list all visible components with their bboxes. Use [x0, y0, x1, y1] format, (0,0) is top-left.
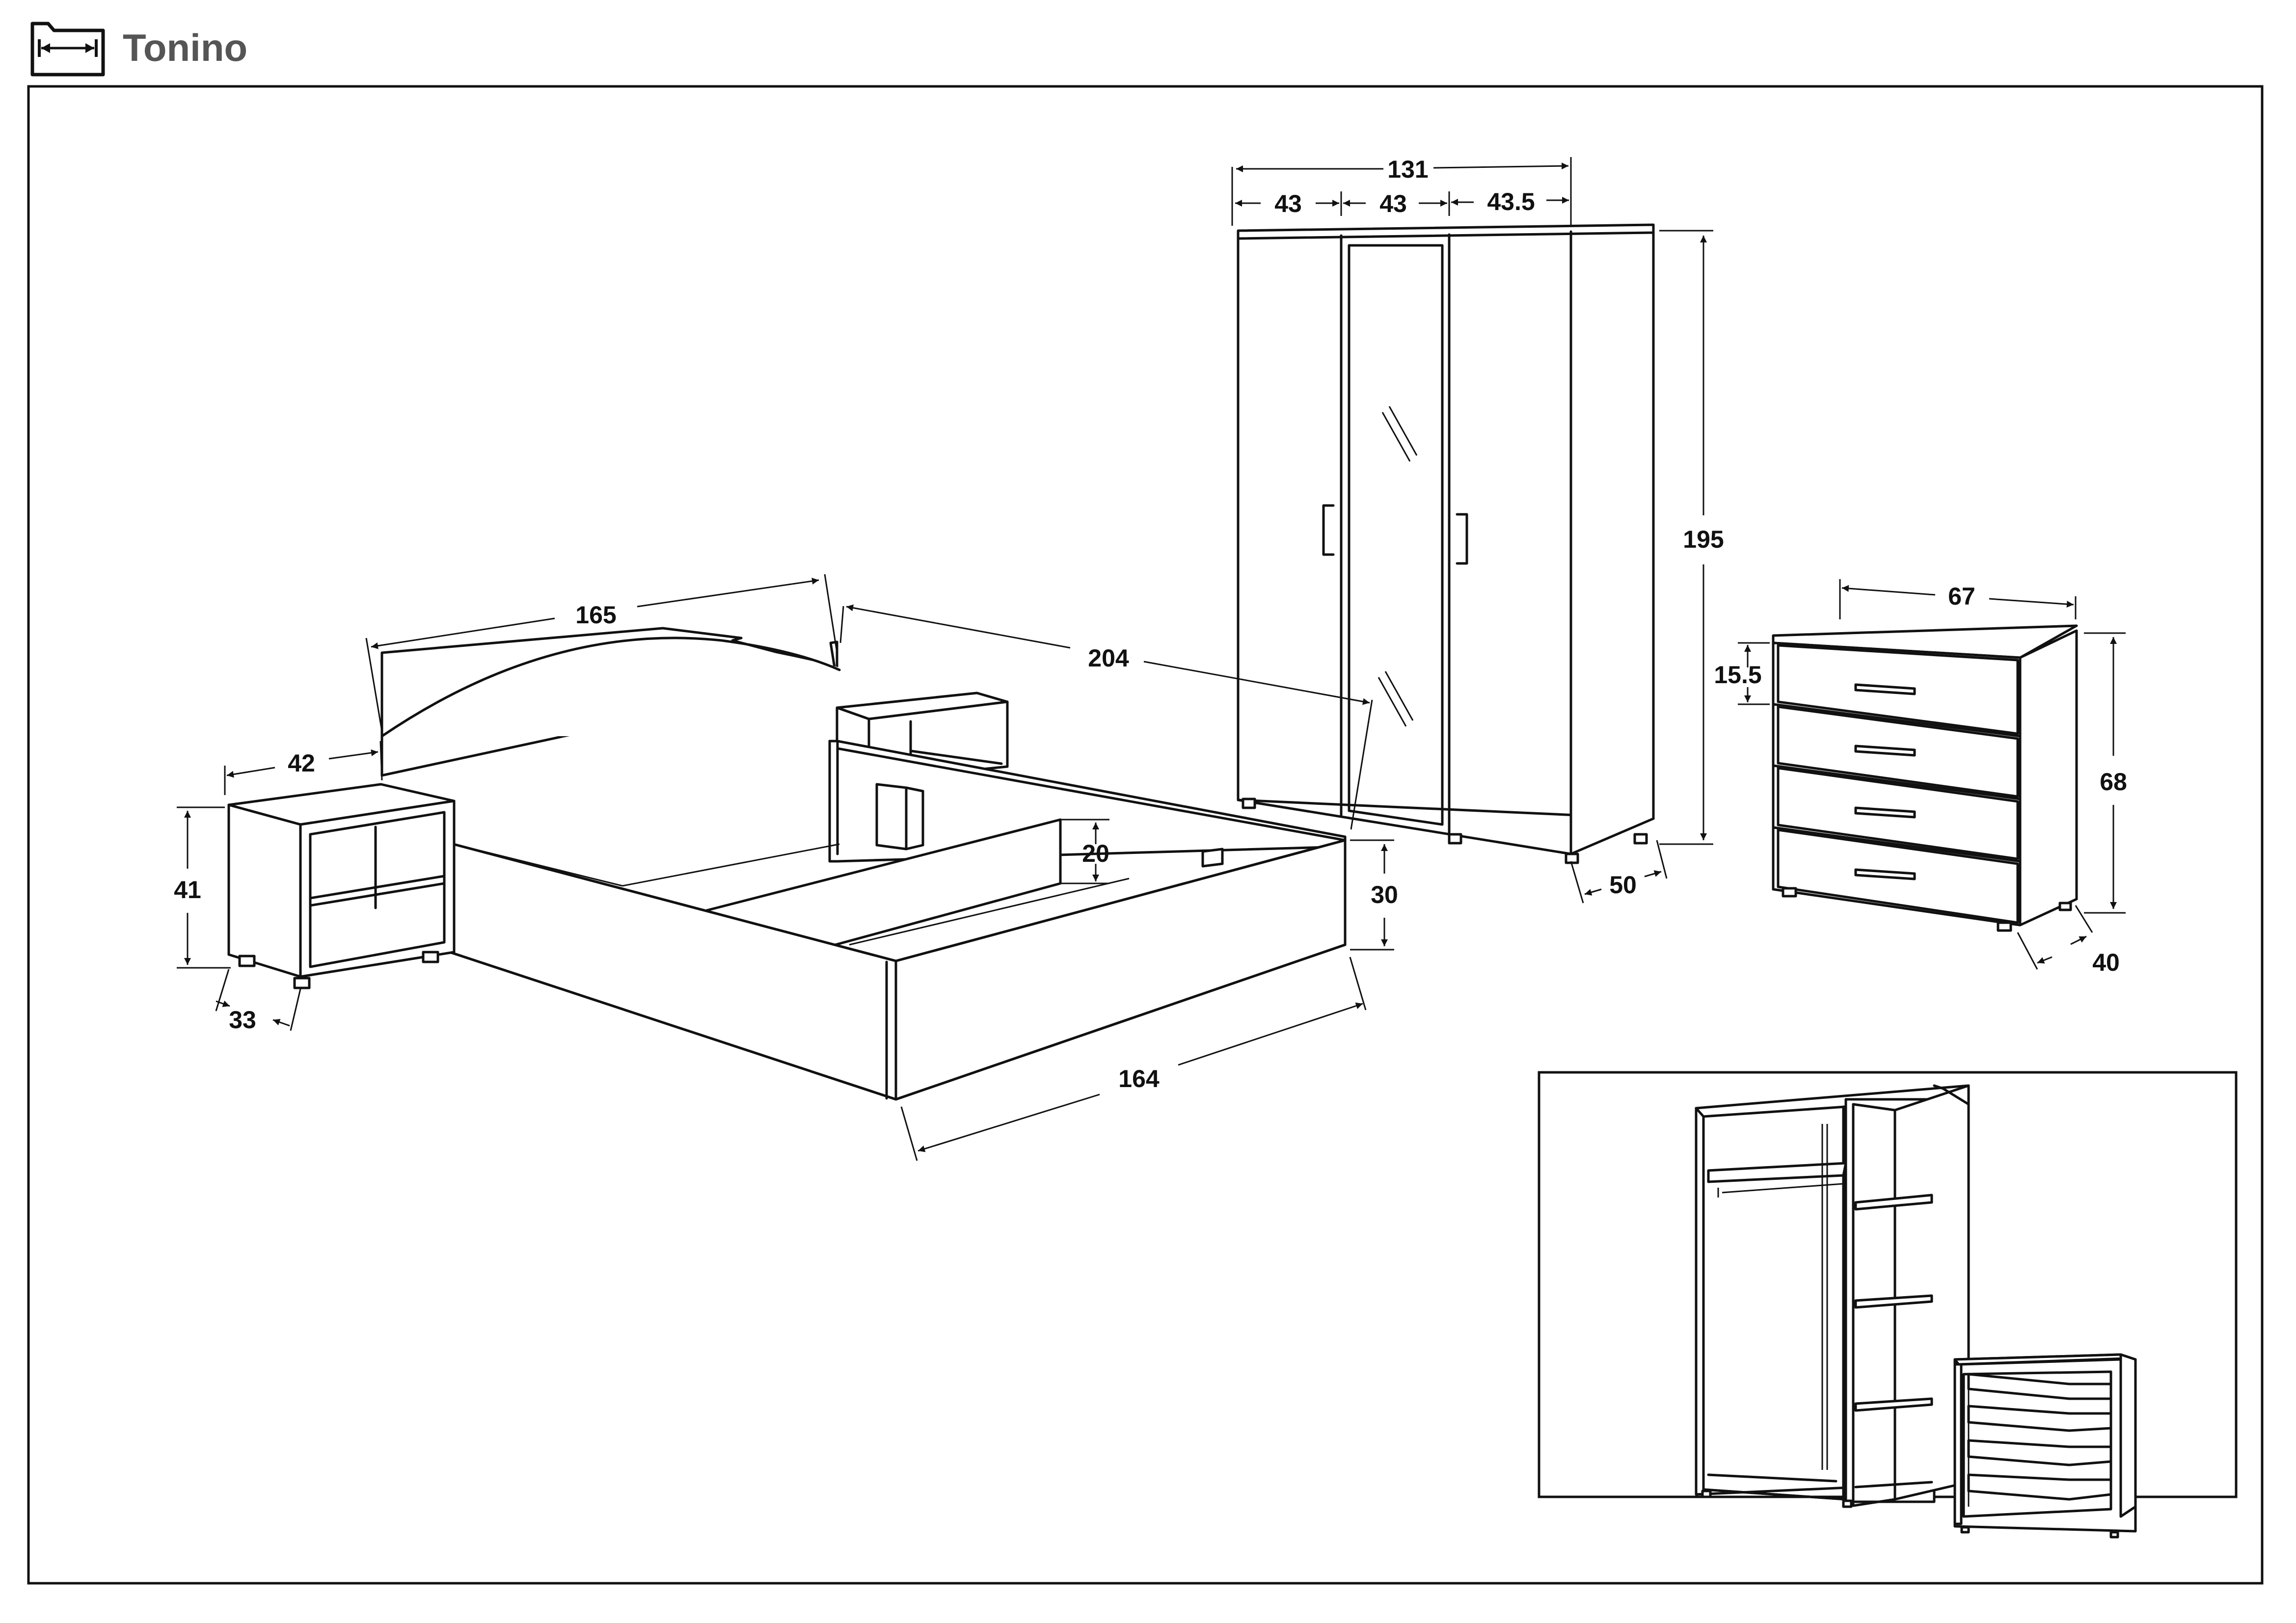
chest-of-drawers	[1772, 624, 2078, 932]
nightstand-width-dimension: 42	[224, 741, 383, 795]
bed-frame-width-dimension: 164	[900, 957, 1367, 1161]
wardrobe-height-label: 195	[1683, 526, 1724, 553]
door-left-label: 43	[1274, 190, 1302, 217]
chest-height-dimension: 68	[2084, 632, 2127, 914]
nightstand	[227, 783, 456, 989]
nightstand-depth-label: 33	[229, 1006, 256, 1034]
bed-inner-depth-label: 20	[1082, 840, 1109, 867]
bed-frame-width-label: 164	[1118, 1065, 1160, 1092]
nightstand-height-dimension: 41	[174, 806, 231, 969]
headboard-width-dimension: 165	[365, 574, 838, 732]
handle-icon	[1456, 513, 1468, 565]
chest-depth-label: 40	[2092, 949, 2120, 976]
chest-width-dimension: 67	[1839, 579, 2077, 619]
drawer-handle-icon	[1854, 868, 1916, 880]
bed-frame-height-dimension: 30	[1350, 839, 1398, 951]
drawer-handle-icon	[1854, 806, 1916, 819]
drawer-handle-icon	[1854, 683, 1916, 695]
page-title: Tonino	[123, 26, 248, 69]
wardrobe-depth-label: 50	[1609, 871, 1637, 899]
header: Tonino	[0, 0, 2296, 83]
wardrobe	[1237, 223, 1655, 864]
bed	[380, 627, 1347, 1101]
chest-drawer-dimension: 15.5	[1714, 642, 1770, 705]
door-right-label: 43.5	[1487, 188, 1535, 215]
bed-length-label: 204	[1088, 644, 1129, 672]
chest-depth-dimension: 40	[2017, 905, 2120, 976]
drawing-frame	[27, 85, 2264, 1585]
wardrobe-width-dimension: 131	[1231, 156, 1572, 226]
wardrobe-width-label: 131	[1387, 156, 1428, 183]
bed-length-dimension: 204	[839, 604, 1373, 830]
wardrobe-height-dimension: 195	[1659, 230, 1724, 845]
handle-icon	[1322, 504, 1335, 556]
nightstand-height-label: 41	[174, 876, 201, 904]
chest-height-label: 68	[2100, 768, 2127, 796]
bed-frame-height-label: 30	[1371, 881, 1398, 908]
inset-open-view	[1538, 1071, 2238, 1539]
chest-width-label: 67	[1948, 583, 1975, 610]
chest-drawer-label: 15.5	[1714, 661, 1761, 689]
wardrobe-depth-dimension: 50	[1570, 840, 1668, 904]
bed-inner-depth-dimension: 20	[1060, 819, 1109, 884]
headboard-width-label: 165	[575, 601, 616, 629]
nightstand-width-label: 42	[288, 749, 315, 777]
wardrobe-door-dimensions: 43 43 43.5	[1235, 188, 1569, 217]
nightstand-depth-dimension: 33	[215, 969, 301, 1034]
door-middle-label: 43	[1379, 190, 1407, 217]
dimensions-icon	[30, 22, 105, 77]
drawer-handle-icon	[1854, 745, 1916, 757]
